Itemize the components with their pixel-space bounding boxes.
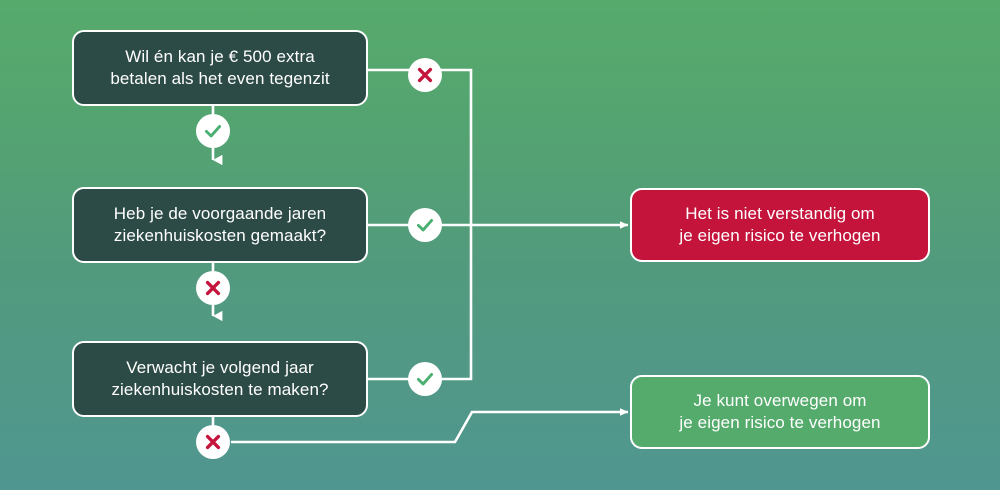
check-icon — [196, 114, 230, 148]
result-node-negative-label: Het is niet verstandig om je eigen risic… — [679, 203, 881, 245]
cross-icon — [408, 58, 442, 92]
question-node-3-label: Verwacht je volgend jaar ziekenhuiskoste… — [111, 357, 329, 399]
question-node-1[interactable]: Wil én kan je € 500 extra betalen als he… — [72, 30, 368, 106]
check-icon — [408, 362, 442, 396]
result-node-negative[interactable]: Het is niet verstandig om je eigen risic… — [630, 188, 930, 262]
question-node-1-label: Wil én kan je € 500 extra betalen als he… — [110, 46, 330, 88]
cross-icon — [196, 271, 230, 305]
question-node-3[interactable]: Verwacht je volgend jaar ziekenhuiskoste… — [72, 341, 368, 417]
edge-q1-no — [368, 68, 473, 225]
result-node-positive[interactable]: Je kunt overwegen om je eigen risico te … — [630, 375, 930, 449]
question-node-2[interactable]: Heb je de voorgaande jaren ziekenhuiskos… — [72, 187, 368, 263]
question-node-2-label: Heb je de voorgaande jaren ziekenhuiskos… — [113, 203, 327, 245]
check-icon — [408, 208, 442, 242]
edge-q3-yes — [368, 225, 473, 381]
cross-icon — [196, 425, 230, 459]
result-node-positive-label: Je kunt overwegen om je eigen risico te … — [679, 390, 881, 432]
edge-to-positive — [231, 408, 629, 444]
